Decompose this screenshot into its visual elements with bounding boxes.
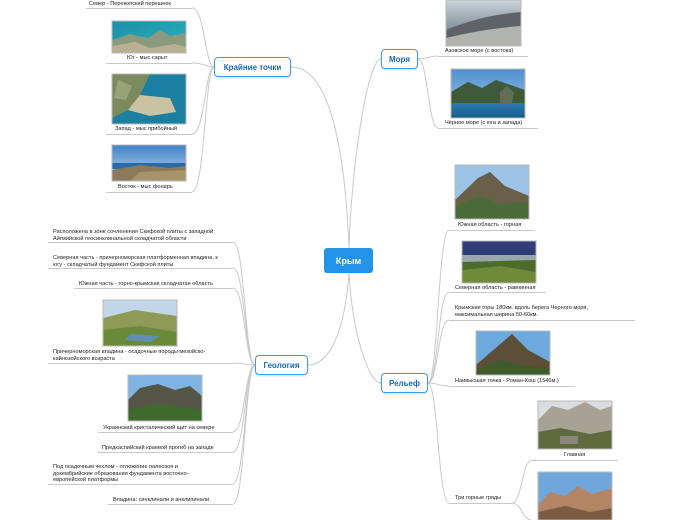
photo-cape-sarych <box>111 20 187 54</box>
leaf-geology-4[interactable]: Причерноморская впадина - осадочные поро… <box>53 349 206 362</box>
leaf-underline <box>106 134 192 135</box>
photo-southern-mountains <box>454 164 530 220</box>
leaf-geology-2[interactable]: Северная часть - причерноморская платфор… <box>53 255 218 268</box>
photo-mountains-bottom <box>537 471 613 520</box>
leaf-underline <box>106 192 192 193</box>
photo-cape-fonar <box>111 144 187 182</box>
leaf-geology-1[interactable]: Расположена в зоне сочленения Скифской п… <box>53 229 214 242</box>
leaf-underline <box>86 8 192 9</box>
leaf-underline <box>108 504 233 505</box>
photo-azov-sea <box>445 0 522 47</box>
leaf-azov-sea[interactable]: Азовское море (с востока) <box>445 48 514 54</box>
branch-relief[interactable]: Рельеф <box>381 373 428 393</box>
photo-main-ridge <box>537 400 613 450</box>
leaf-black-sea[interactable]: Чёрное море (с юга и запада) <box>445 120 523 126</box>
photo-ukrainian-shield <box>127 374 203 422</box>
leaf-underline <box>98 452 233 453</box>
leaf-underline <box>48 363 233 364</box>
leaf-geology-6[interactable]: Предкаспийский краевой прогиб на западе <box>102 445 214 451</box>
leaf-underline <box>48 242 233 243</box>
leaf-geology-7[interactable]: Под осадочным чехлом - отложение палеозо… <box>53 464 189 484</box>
leaf-relief-5[interactable]: Три горные гряды <box>455 495 502 501</box>
leaf-underline <box>449 503 512 504</box>
leaf-geology-3[interactable]: Южная часть - горно-крымская складчатая … <box>79 281 213 287</box>
branch-seas[interactable]: Моря <box>381 49 418 69</box>
leaf-relief-4[interactable]: Наивысшая точка - Роман-Кош (1546м.) <box>455 378 559 384</box>
connector-lines <box>191 7 533 520</box>
leaf-south[interactable]: Юг - мыс сарыт <box>127 55 168 61</box>
leaf-underline <box>449 386 575 387</box>
photo-black-sea-lowland <box>102 299 178 347</box>
leaf-north[interactable]: Север - Перекопский перешеек <box>89 1 171 7</box>
leaf-relief-1[interactable]: Южная область - горная <box>458 222 522 228</box>
leaf-underline <box>48 484 233 485</box>
leaf-underline <box>449 230 535 231</box>
leaf-underline <box>438 56 528 57</box>
leaf-east[interactable]: Восток - мыс фонарь <box>118 184 173 190</box>
leaf-underline <box>106 63 192 64</box>
leaf-underline <box>98 432 233 433</box>
leaf-relief-5a[interactable]: Главная <box>564 452 586 458</box>
leaf-underline <box>74 288 233 289</box>
leaf-geology-5[interactable]: Украинский кристалический щит на севере <box>103 425 215 431</box>
leaf-west[interactable]: Запад - мыс прибойный <box>115 126 178 132</box>
leaf-relief-2[interactable]: Северная область - равнинная <box>455 285 536 291</box>
leaf-relief-3[interactable]: Крымские горы 180км. вдоль берега Черног… <box>455 305 588 318</box>
photo-northern-plains <box>461 240 537 284</box>
leaf-geology-8[interactable]: Впадина: синклинали и анклипинали <box>113 497 210 503</box>
leaf-underline <box>48 268 233 269</box>
root-node[interactable]: Крым <box>324 248 373 273</box>
branch-geology[interactable]: Геология <box>255 355 308 375</box>
branch-extreme-points[interactable]: Крайние точки <box>214 57 291 77</box>
photo-black-sea <box>450 68 526 119</box>
leaf-underline <box>449 320 635 321</box>
leaf-underline <box>438 128 538 129</box>
leaf-underline <box>449 292 546 293</box>
leaf-underline <box>532 460 618 461</box>
photo-cape-priboyny <box>111 73 187 125</box>
photo-roman-kosh <box>475 330 551 376</box>
